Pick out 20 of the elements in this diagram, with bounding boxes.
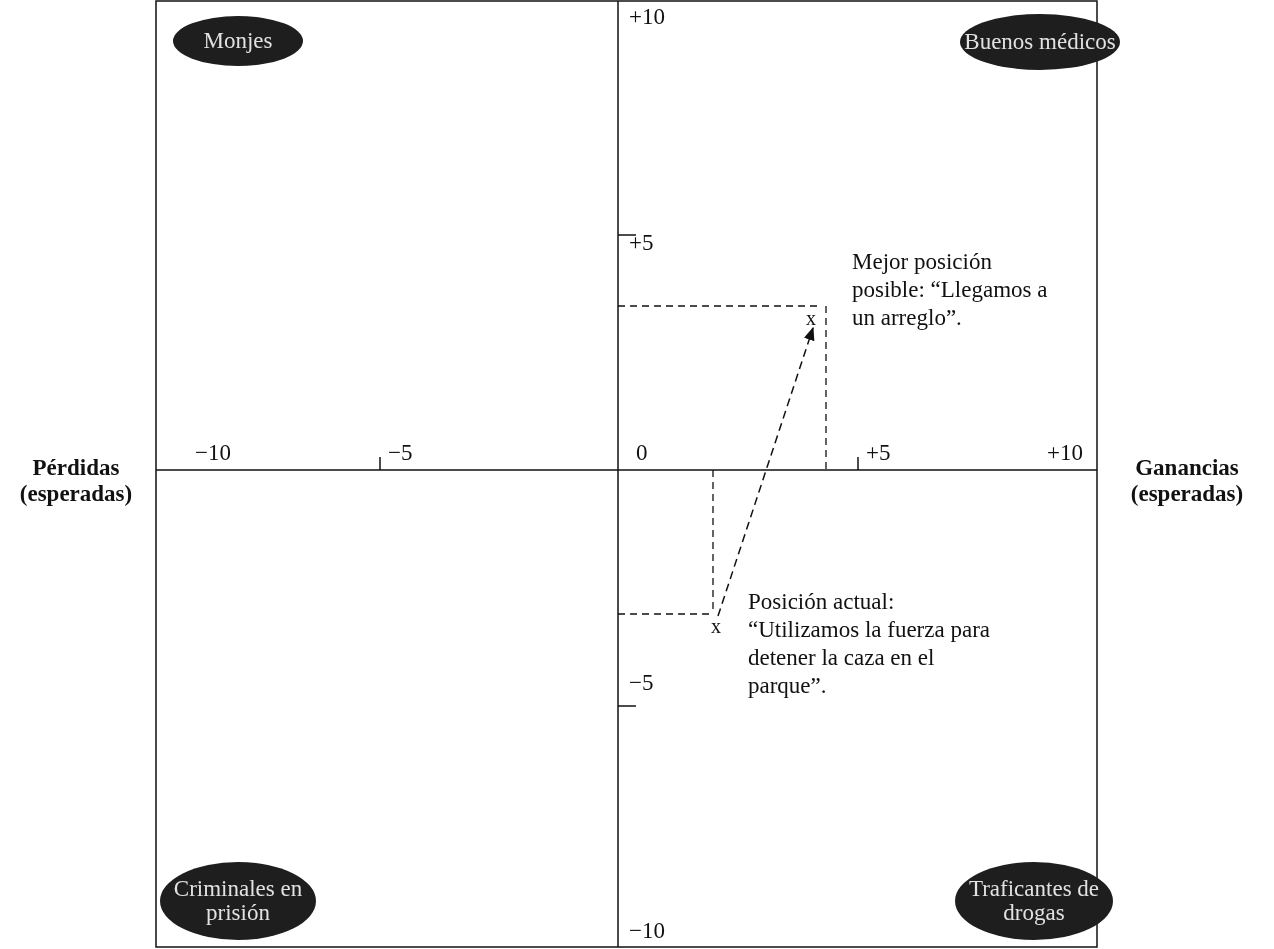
point-marker: x <box>711 616 721 636</box>
axis-tick-label: +5 <box>866 440 891 466</box>
point-marker: x <box>806 308 816 328</box>
category-oval: Buenos médicos <box>960 14 1120 70</box>
axis-title: Pérdidas (esperadas) <box>18 455 134 507</box>
axis-tick-label: +10 <box>1047 440 1083 466</box>
arrow <box>717 326 815 617</box>
axis-tick-label: +10 <box>629 4 665 30</box>
annotation-text: Posición actual: “Utilizamos la fuerza para detener la caza en el parque”. <box>748 588 991 701</box>
category-oval: Monjes <box>173 16 303 66</box>
axis-tick-label: −10 <box>629 918 665 944</box>
category-oval: Traficantes de drogas <box>955 862 1113 940</box>
axis-tick-label: −5 <box>388 440 413 466</box>
category-oval: Criminales en prisión <box>160 862 316 940</box>
axis-tick-label: −10 <box>195 440 231 466</box>
annotation-text: Mejor posición posible: “Llegamos a un arreglo”. <box>852 248 1049 333</box>
axis-title: Ganancias (esperadas) <box>1129 455 1245 507</box>
axis-tick-label: −5 <box>629 670 654 696</box>
axis-tick-label: 0 <box>636 440 648 466</box>
axis-tick-label: +5 <box>629 230 654 256</box>
